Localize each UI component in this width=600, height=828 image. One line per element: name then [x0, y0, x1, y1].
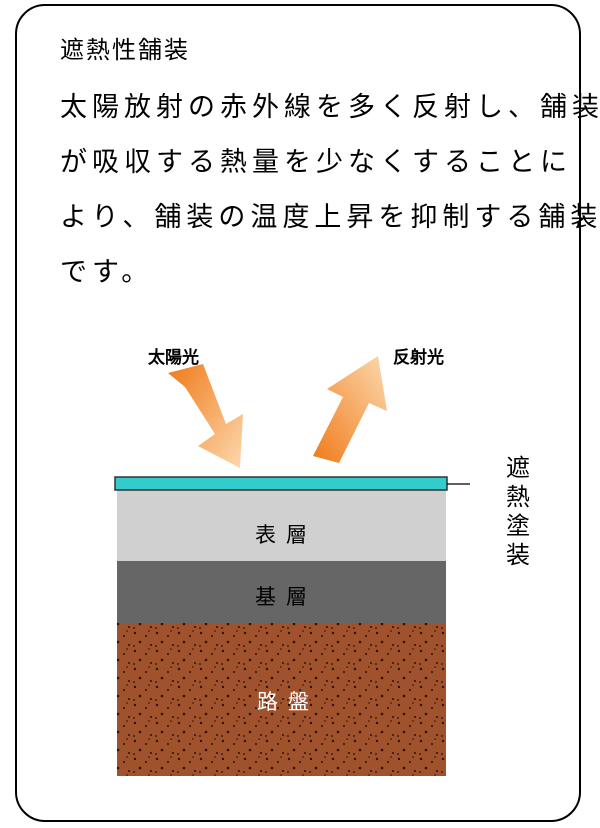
reflected-light-label: 反射光 [393, 348, 444, 368]
description-line: です。 [60, 257, 154, 288]
coating-label-char: 遮 [506, 454, 530, 482]
card-frame [15, 4, 581, 822]
page-title: 遮熱性舗装 [60, 36, 190, 64]
description-line: が吸収する熱量を少なくすることに [60, 147, 572, 178]
coating-label-char: 塗 [506, 512, 530, 540]
subgrade-layer [117, 623, 446, 776]
heat-shield-coating [114, 476, 448, 491]
base-layer-label: 基層 [255, 585, 317, 609]
description-line: 太陽放射の赤外線を多く反射し、舗装 [60, 92, 600, 123]
subgrade-layer-label: 路盤 [257, 690, 319, 714]
description-line: より、舗装の温度上昇を抑制する舗装 [60, 202, 600, 233]
coating-label-char: 装 [506, 541, 530, 569]
surface-layer-label: 表層 [255, 523, 317, 547]
sunlight-label: 太陽光 [148, 348, 199, 368]
description: 太陽放射の赤外線を多く反射し、舗装 が吸収する熱量を少なくすることに より、舗装… [60, 80, 600, 300]
base-layer [117, 561, 446, 623]
sunlight-arrow [168, 364, 243, 468]
surface-layer [117, 490, 446, 561]
coating-label-char: 熱 [506, 483, 530, 511]
reflected-light-arrow [313, 356, 387, 463]
heat-shield-coating-label: 遮 熱 塗 装 [503, 454, 533, 570]
